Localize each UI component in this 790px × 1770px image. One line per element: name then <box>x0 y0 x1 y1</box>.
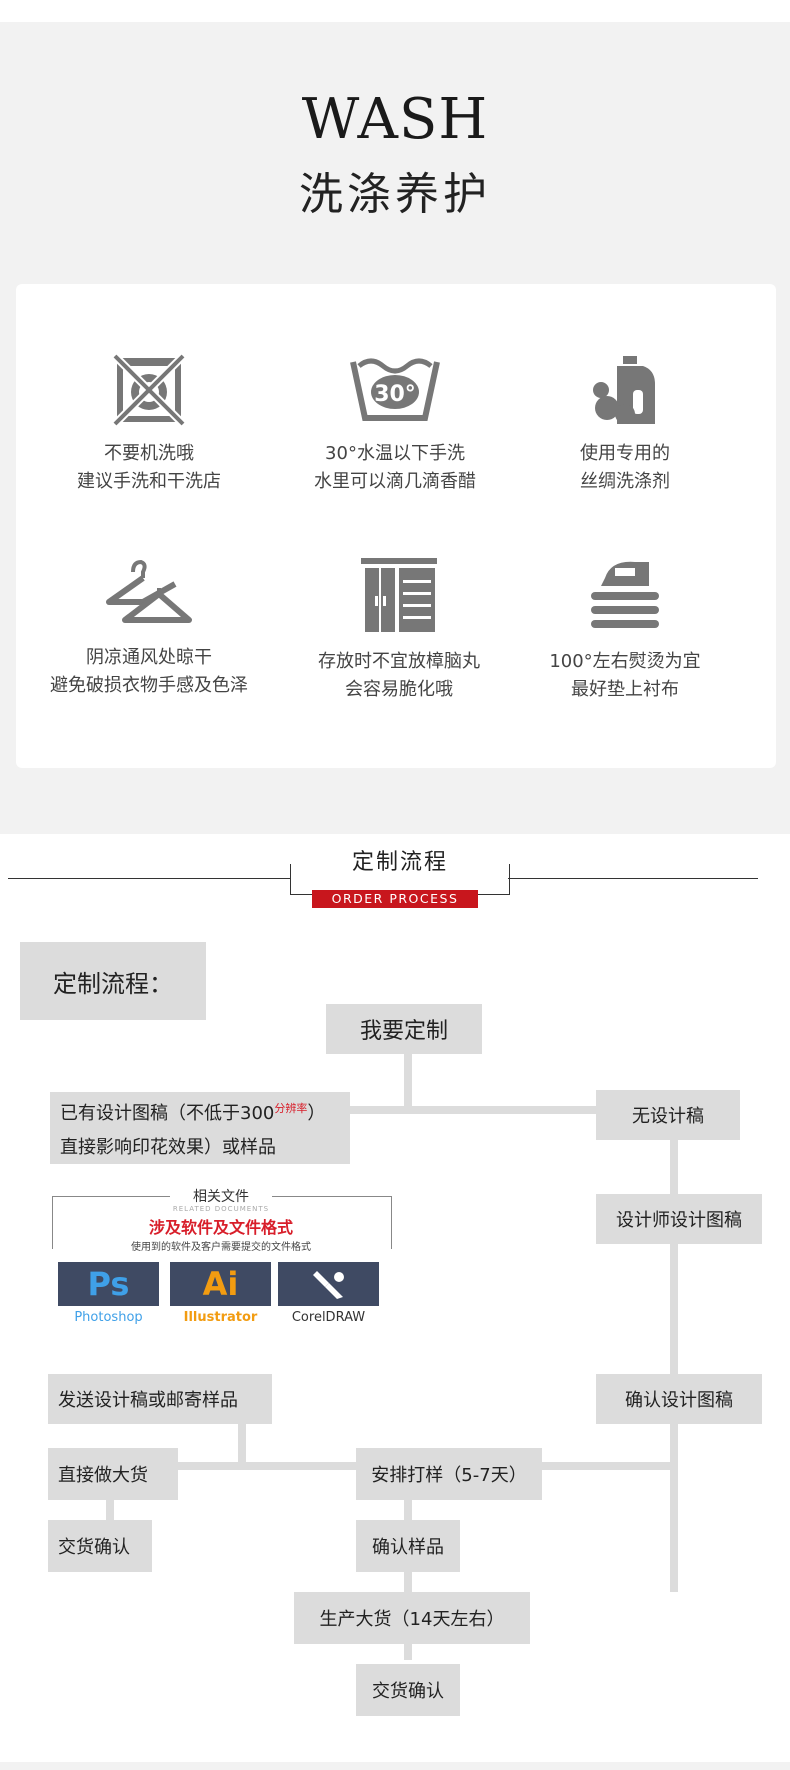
photoshop-label: Photoshop <box>74 1310 143 1325</box>
has-design-close: ） <box>307 1102 326 1124</box>
software-photoshop: Ps Photoshop <box>58 1262 159 1325</box>
care-text-line2: 避免破损衣物手感及色泽 <box>50 675 248 696</box>
software-coreldraw: CorelDRAW <box>278 1262 379 1325</box>
has-design-text: 已有设计图稿（不低于300 <box>60 1102 275 1124</box>
coreldraw-icon <box>278 1262 379 1306</box>
care-text-line2: 水里可以滴几滴香醋 <box>314 471 476 492</box>
care-text-line1: 阴凉通风处晾干 <box>86 647 212 668</box>
connector <box>538 1462 678 1470</box>
flow-designer-box: 设计师设计图稿 <box>596 1194 762 1244</box>
connector <box>348 1106 596 1114</box>
care-item-ironing: 100°左右熨烫为宜 最好垫上衬布 <box>500 556 750 704</box>
care-text-line2: 建议手洗和干洗店 <box>77 471 221 492</box>
flow-send-box: 发送设计稿或邮寄样品 <box>48 1374 272 1424</box>
dpi-note: 分辨率 <box>274 1101 308 1115</box>
wash-title: WASH <box>301 87 489 152</box>
hanger-icon <box>106 559 192 623</box>
care-item-hand-wash: 30° 30°水温以下手洗 水里可以滴几滴香醋 <box>270 352 520 496</box>
flow-production-box: 生产大货（14天左右） <box>294 1592 530 1644</box>
software-panel-desc: 使用到的软件及客户需要提交的文件格式 <box>131 1242 311 1253</box>
flow-no-design-box: 无设计稿 <box>596 1090 740 1140</box>
flow-label: 定制流程： <box>20 942 206 1020</box>
illustrator-label: Illustrator <box>183 1310 258 1325</box>
header-rule-left <box>8 878 290 879</box>
has-design-line1: 已有设计图稿（不低于300分辨率） <box>60 1092 325 1131</box>
connector <box>404 1500 412 1660</box>
software-illustrator: Ai Illustrator <box>170 1262 271 1325</box>
connector <box>670 1140 678 1592</box>
header-rule-right <box>508 878 758 879</box>
care-text-line1: 存放时不宜放樟脑丸 <box>318 651 480 672</box>
hand-wash-temp-label: 30° <box>374 382 416 407</box>
flow-direct-bulk-box: 直接做大货 <box>48 1448 178 1500</box>
care-item-no-machine-wash: 不要机洗哦 建议手洗和干洗店 <box>24 352 274 496</box>
has-design-line2: 直接影响印花效果）或样品 <box>60 1136 276 1158</box>
care-text-line2: 最好垫上衬布 <box>571 679 679 700</box>
care-item-detergent: 使用专用的 丝绸洗涤剂 <box>500 352 750 496</box>
software-panel-title: 相关文件 <box>170 1186 272 1206</box>
care-text-line1: 100°左右熨烫为宜 <box>549 651 701 672</box>
illustrator-icon: Ai <box>170 1262 271 1306</box>
order-title: 定制流程 <box>338 848 462 878</box>
connector <box>106 1500 114 1522</box>
flow-deliver-final-box: 交货确认 <box>356 1664 460 1716</box>
hand-wash-30-icon: 30° <box>350 358 440 421</box>
care-text-line2: 丝绸洗涤剂 <box>580 471 670 492</box>
care-text-line1: 使用专用的 <box>580 443 670 464</box>
detergent-bottle-icon <box>593 356 655 424</box>
connector <box>238 1424 246 1468</box>
care-text-line1: 30°水温以下手洗 <box>325 443 465 464</box>
connector <box>176 1462 356 1470</box>
photoshop-icon: Ps <box>58 1262 159 1306</box>
wardrobe-icon <box>361 558 437 632</box>
coreldraw-pen-icon <box>312 1271 344 1299</box>
flow-has-design-box: 已有设计图稿（不低于300分辨率） 直接影响印花效果）或样品 <box>50 1092 350 1164</box>
flow-confirm-design-box: 确认设计图稿 <box>596 1374 762 1424</box>
flow-deliver-left-box: 交货确认 <box>48 1520 152 1572</box>
wash-subtitle: 洗涤养护 <box>299 169 491 220</box>
iron-icon <box>591 561 659 628</box>
coreldraw-label: CorelDRAW <box>291 1310 366 1325</box>
footer-strip <box>0 1762 790 1770</box>
flow-confirm-sample-box: 确认样品 <box>356 1520 460 1572</box>
software-panel-subtitle: 涉及软件及文件格式 <box>148 1218 293 1237</box>
flow-start-box: 我要定制 <box>326 1004 482 1054</box>
care-item-storage: 存放时不宜放樟脑丸 会容易脆化哦 <box>274 556 524 704</box>
care-text-line2: 会容易脆化哦 <box>345 679 453 700</box>
order-subtitle: ORDER PROCESS <box>312 890 478 908</box>
care-text-line1: 不要机洗哦 <box>104 443 194 464</box>
flow-sample-box: 安排打样（5-7天） <box>356 1448 542 1500</box>
no-machine-wash-icon <box>112 353 186 427</box>
connector <box>404 1054 412 1110</box>
care-item-hang-dry: 阴凉通风处晾干 避免破损衣物手感及色泽 <box>24 556 274 700</box>
software-panel-title-en: RELATED DOCUMENTS <box>172 1205 270 1213</box>
